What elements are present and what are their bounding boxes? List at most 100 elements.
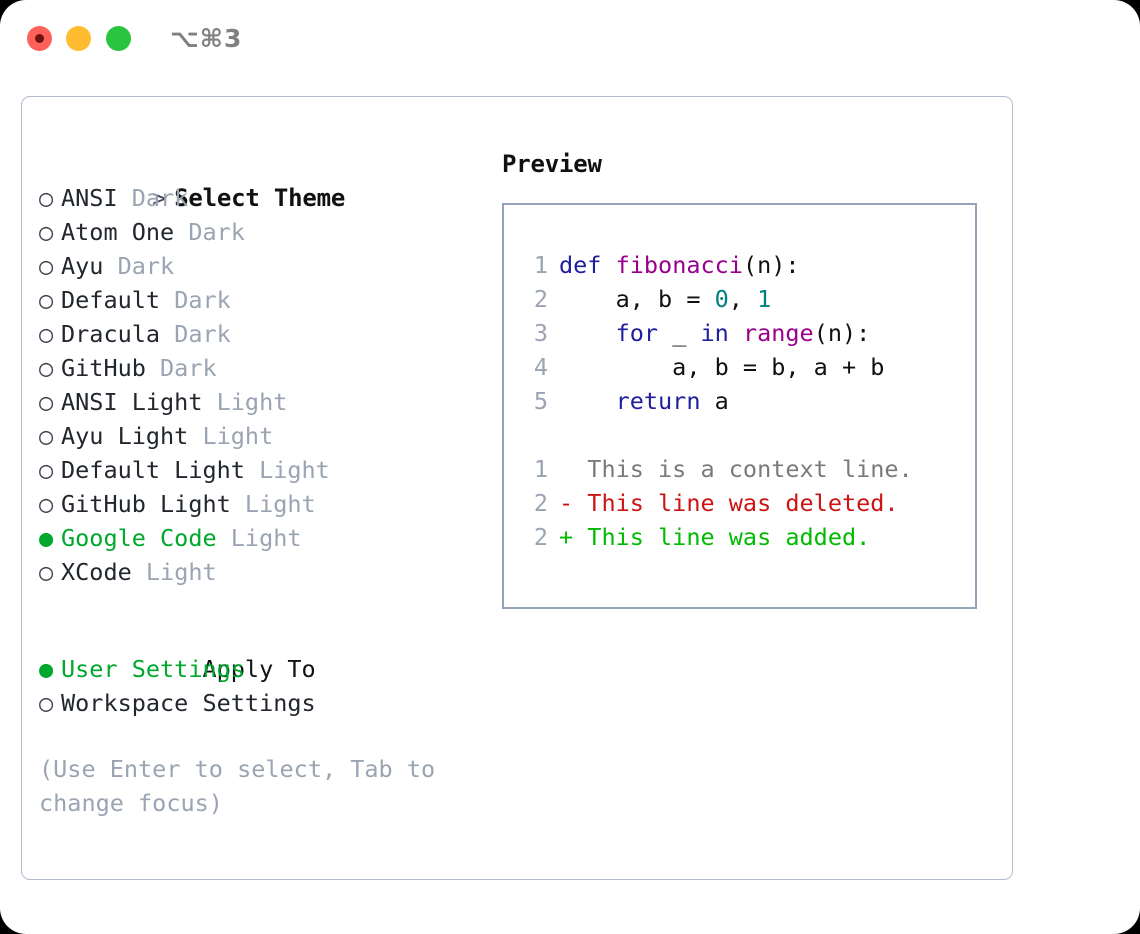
code-token: 1 <box>757 285 772 313</box>
theme-kind-badge: Dark <box>103 252 175 280</box>
radio-unselected-icon[interactable]: ○ <box>39 184 68 212</box>
theme-kind-badge: Dark <box>160 286 231 314</box>
apply-to-options: ● User Settings○ Workspace Settings <box>39 652 479 720</box>
diff-text: This line was deleted. <box>587 489 899 517</box>
diff-preview: 1 This is a context line. 2- This line wa… <box>522 452 913 554</box>
apply-to-label: Apply To <box>202 655 316 683</box>
code-token: a, b = <box>559 285 715 313</box>
line-number: 5 <box>533 387 548 415</box>
select-theme-header-row: > Select Theme <box>39 147 479 212</box>
theme-list-item[interactable]: ● Google Code Light <box>39 521 479 555</box>
theme-name: Google Code <box>61 524 217 552</box>
page-title: Select Theme <box>174 184 346 212</box>
theme-list-item[interactable]: ○ ANSI Light Light <box>39 385 479 419</box>
code-token: in <box>700 319 729 347</box>
radio-unselected-icon[interactable]: ○ <box>39 456 68 484</box>
code-line: 3 for _ in range(n): <box>522 316 884 350</box>
radio-unselected-icon[interactable]: ○ <box>39 490 68 518</box>
theme-kind-badge: Dark <box>117 184 189 212</box>
theme-kind-badge: Light <box>202 388 288 416</box>
theme-list-item[interactable]: ○ GitHub Dark <box>39 351 479 385</box>
apply-to-option-label: Workspace Settings <box>61 689 316 717</box>
apply-to-option[interactable]: ● User Settings <box>39 652 479 686</box>
line-number: 2 <box>533 489 548 517</box>
theme-kind-badge: Light <box>230 490 316 518</box>
diff-text: This is a context line. <box>587 455 913 483</box>
radio-unselected-icon[interactable]: ○ <box>39 286 68 314</box>
line-number: 1 <box>533 455 548 483</box>
diff-text: This line was added. <box>587 523 871 551</box>
theme-list: ○ ANSI Dark○ Atom One Dark○ Ayu Dark○ De… <box>39 181 479 589</box>
maximize-window-button[interactable] <box>106 26 131 51</box>
code-token <box>601 251 615 279</box>
radio-unselected-icon[interactable]: ○ <box>39 252 68 280</box>
theme-list-item[interactable]: ○ ANSI Dark <box>39 181 479 215</box>
radio-selected-icon[interactable]: ● <box>39 655 68 683</box>
diff-marker: + <box>559 523 588 551</box>
code-token: _ <box>658 319 701 347</box>
theme-list-item[interactable]: ○ Default Dark <box>39 283 479 317</box>
theme-kind-badge: Dark <box>145 354 217 382</box>
code-token: 0 <box>714 285 729 313</box>
theme-picker-panel: > Select Theme ○ ANSI Dark○ Atom One Dar… <box>21 96 1013 880</box>
theme-name: Atom One <box>61 218 175 246</box>
theme-name: Default <box>61 286 161 314</box>
theme-kind-badge: Light <box>188 422 274 450</box>
theme-kind-badge: Light <box>244 456 330 484</box>
line-number: 3 <box>533 319 548 347</box>
line-number: 2 <box>533 285 548 313</box>
code-line: 2 a, b = 0, 1 <box>522 282 884 316</box>
code-line: 5 return a <box>522 384 884 418</box>
theme-list-item[interactable]: ○ Dracula Dark <box>39 317 479 351</box>
code-token: a, b = b, a + b <box>559 353 885 381</box>
radio-selected-icon[interactable]: ● <box>39 524 68 552</box>
keyboard-shortcut-label: ⌥⌘3 <box>170 24 243 53</box>
line-number: 2 <box>533 523 548 551</box>
apply-to-option[interactable]: ○ Workspace Settings <box>39 686 479 720</box>
radio-unselected-icon[interactable]: ○ <box>39 218 68 246</box>
theme-name: XCode <box>61 558 132 586</box>
code-token: , <box>728 285 758 313</box>
theme-name: GitHub <box>61 354 146 382</box>
radio-unselected-icon[interactable]: ○ <box>39 422 68 450</box>
radio-unselected-icon[interactable]: ○ <box>39 689 68 717</box>
radio-unselected-icon[interactable]: ○ <box>39 388 68 416</box>
radio-unselected-icon[interactable]: ○ <box>39 320 68 348</box>
theme-list-item[interactable]: ○ XCode Light <box>39 555 479 589</box>
diff-marker: - <box>559 489 588 517</box>
line-number: 1 <box>533 251 548 279</box>
recording-indicator-icon <box>35 34 44 43</box>
window-titlebar: ⌥⌘3 <box>0 0 1140 78</box>
theme-list-item[interactable]: ○ Ayu Light Light <box>39 419 479 453</box>
code-token: def <box>559 251 602 279</box>
code-token: (n): <box>813 319 871 347</box>
theme-list-item[interactable]: ○ Atom One Dark <box>39 215 479 249</box>
theme-kind-badge: Dark <box>160 320 231 348</box>
theme-name: Dracula <box>61 320 161 348</box>
theme-list-item[interactable]: ○ GitHub Light Light <box>39 487 479 521</box>
preview-title: Preview <box>502 150 602 178</box>
minimize-window-button[interactable] <box>66 26 91 51</box>
radio-unselected-icon[interactable]: ○ <box>39 354 68 382</box>
theme-kind-badge: Light <box>216 524 302 552</box>
theme-name: Default Light <box>61 456 245 484</box>
code-line: 4 a, b = b, a + b <box>522 350 885 384</box>
theme-list-item[interactable]: ○ Default Light Light <box>39 453 479 487</box>
theme-list-item[interactable]: ○ Ayu Dark <box>39 249 479 283</box>
apply-to-section: Apply To ● User Settings○ Workspace Sett… <box>39 618 479 720</box>
keyboard-hint-text: (Use Enter to select, Tab to change focu… <box>39 755 436 817</box>
code-token: return <box>615 387 701 415</box>
diff-marker <box>559 455 587 483</box>
radio-unselected-icon[interactable]: ○ <box>39 558 68 586</box>
code-token <box>559 387 616 415</box>
code-token <box>559 319 616 347</box>
theme-name: Ayu <box>61 252 104 280</box>
code-token: (n): <box>742 251 800 279</box>
code-token: for <box>615 319 659 347</box>
code-token: range <box>742 319 814 347</box>
theme-list-column: > Select Theme ○ ANSI Dark○ Atom One Dar… <box>39 147 479 820</box>
